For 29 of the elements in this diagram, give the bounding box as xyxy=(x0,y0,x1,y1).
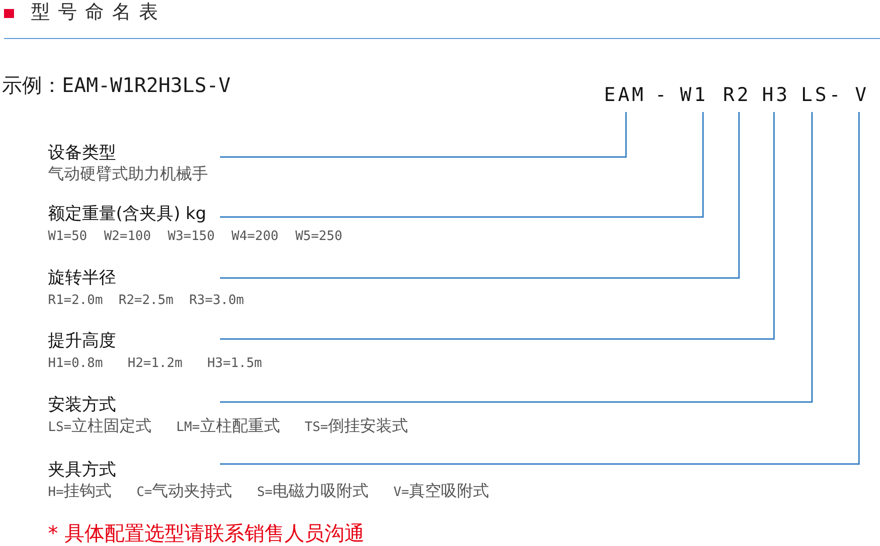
code-label: R2 xyxy=(723,86,751,105)
example-code: 示例：EAM-W1R2H3LS-V xyxy=(2,73,231,97)
code-label: W1 xyxy=(680,86,708,105)
option-text: H1=0.8m H2=1.2m H3=1.5m xyxy=(48,354,262,372)
field-heading: 提升高度 xyxy=(48,330,116,350)
title: 型号命名表 xyxy=(31,0,166,24)
leader-line xyxy=(220,112,775,340)
field-heading: 夹具方式 xyxy=(48,460,116,480)
leader-line xyxy=(220,112,860,465)
option-text: R1=2.0m R2=2.5m R3=3.0m xyxy=(48,292,244,310)
option-text: LS=立柱固定式 LM=立柱配重式 TS=倒挂安装式 xyxy=(48,416,408,436)
code-label: EAM xyxy=(604,86,646,105)
field-heading: 安装方式 xyxy=(48,394,116,414)
option-text: H=挂钩式 C=气动夹持式 S=电磁力吸附式 V=真空吸附式 xyxy=(48,482,490,502)
leader-line xyxy=(220,112,627,158)
field-heading: 设备类型 xyxy=(48,142,116,162)
footnote: * 具体配置选型请联系销售人员沟通 xyxy=(48,521,364,545)
option-text: 气动硬臂式助力机械手 xyxy=(48,164,208,182)
code-label: H3 xyxy=(762,86,790,105)
code-label: LS xyxy=(801,86,829,105)
field-heading: 额定重量(含夹具) kg xyxy=(48,204,206,224)
leader-line xyxy=(220,112,813,403)
leader-line xyxy=(220,112,704,218)
separator-dash: - xyxy=(655,86,669,105)
separator-dash: - xyxy=(829,86,843,105)
option-text: W1=50 W2=100 W3=150 W4=200 W5=250 xyxy=(48,228,342,246)
leader-line xyxy=(220,112,740,279)
code-label: V xyxy=(855,86,869,105)
field-heading: 旋转半径 xyxy=(48,268,116,288)
